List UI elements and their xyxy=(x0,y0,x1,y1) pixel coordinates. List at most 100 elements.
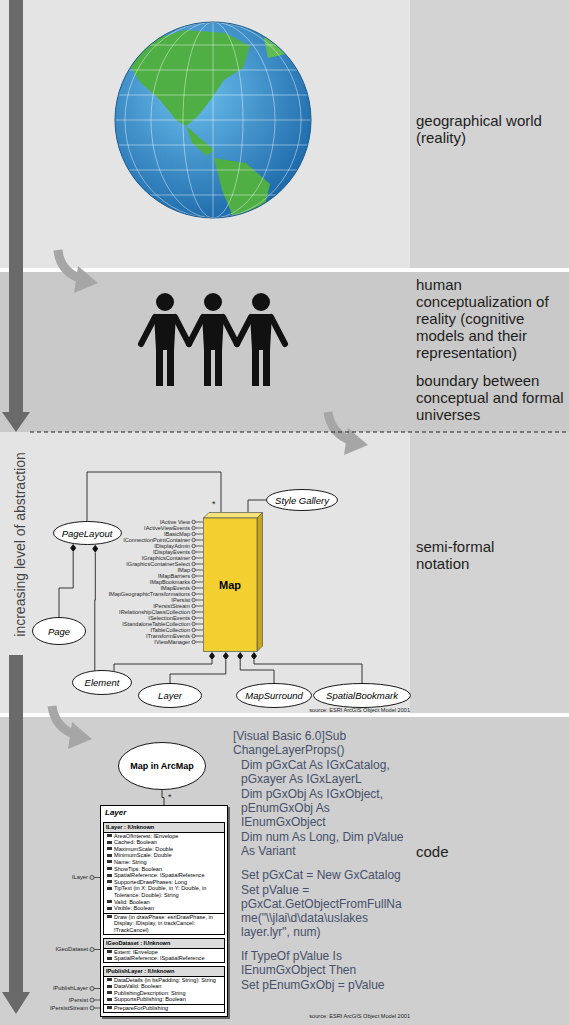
multiplicity: * xyxy=(212,499,216,509)
arrow-head xyxy=(2,992,30,1014)
connector xyxy=(251,652,362,683)
oval-text-holder: Style Gallery xyxy=(266,489,338,511)
lollipop-head xyxy=(90,948,94,952)
level-label: geographical world (reality) xyxy=(416,112,564,146)
level-label: human conceptualization of reality (cogn… xyxy=(416,276,566,361)
source-note: source: ESRI ArcGIS Object Model 2001 xyxy=(250,707,410,713)
connector xyxy=(87,472,221,521)
member-text: ShowTips: Boolean xyxy=(114,866,162,873)
composition-diamond xyxy=(92,545,98,553)
oval-text-holder: PageLayout xyxy=(53,521,122,545)
code-line: Dim num As Long, Dim pValue As Variant xyxy=(241,830,409,858)
lollipop-stem xyxy=(195,558,203,559)
connector-line xyxy=(240,660,274,683)
class-name: SpatialBookmark xyxy=(326,690,398,701)
lollipop-head xyxy=(192,556,195,559)
connector-line xyxy=(87,472,221,521)
code-line: Set pGxCat = New GxCatalog xyxy=(241,868,409,882)
band xyxy=(0,432,569,713)
connector-line xyxy=(114,660,212,671)
member-icon xyxy=(107,1006,112,1009)
member-row: Extent: IEnvelope xyxy=(104,949,224,956)
class-name: Layer xyxy=(158,690,182,701)
interface-name: IRelationshipClassCollection xyxy=(30,609,190,615)
interface-name: IConnectionPointContainer xyxy=(30,537,190,543)
lollipop-stem xyxy=(195,600,203,601)
lollipop-head xyxy=(192,610,195,613)
connector xyxy=(170,652,229,683)
member-row: MaximumScale: Double xyxy=(104,846,224,853)
lollipop-head xyxy=(192,574,195,577)
class-name: Map xyxy=(219,579,241,591)
member-text: Extent: IEnvelope xyxy=(114,949,158,956)
member-icon xyxy=(107,950,112,953)
interface-heading: IGeoDataset : IUnknown xyxy=(104,939,224,949)
interface-name: IActive View xyxy=(30,519,190,525)
interface-name: IActiveViewEvents xyxy=(30,525,190,531)
interface-section: ILayer : IUnknownAreaOfInterest: IEnvelo… xyxy=(103,822,225,935)
lollipop-stem xyxy=(195,594,203,595)
box-front xyxy=(204,518,258,652)
member-icon xyxy=(107,957,112,960)
oval-text-holder: Page xyxy=(32,617,86,645)
interface-name: IMapGeographicTransformations xyxy=(30,591,190,597)
arrow-shaft xyxy=(9,655,23,992)
interface-name: ILayer xyxy=(20,874,88,881)
class-oval: Page xyxy=(32,617,86,645)
composition-diamond xyxy=(70,544,76,552)
class-name: Page xyxy=(48,626,70,637)
lollipop-stem xyxy=(195,588,203,589)
class-box: LayerILayer : IUnknownAreaOfInterest: IE… xyxy=(100,805,228,1017)
member-icon xyxy=(107,978,112,981)
member-text: MaximumScale: Double xyxy=(114,846,173,853)
member-row: Visible: Boolean xyxy=(104,905,224,912)
oval-text-holder: Element xyxy=(72,670,132,695)
lollipop-head xyxy=(192,634,195,637)
oval-shape xyxy=(237,684,312,708)
member-icon xyxy=(107,880,112,883)
class-oval: Map in ArcMap xyxy=(118,742,206,790)
interface-name: IDisplayEvents xyxy=(30,549,190,555)
people-figures xyxy=(141,293,285,386)
lollipop-head xyxy=(192,604,195,607)
interface-name: IPersist xyxy=(30,597,190,603)
lollipop-head xyxy=(192,628,195,631)
lollipop-stem xyxy=(195,522,203,523)
multiplicity: * xyxy=(168,792,172,802)
box-top xyxy=(204,513,263,519)
composition-diamond xyxy=(209,652,215,660)
lollipop-head xyxy=(192,598,195,601)
lollipop-head xyxy=(90,987,94,991)
interface-name: IMapBookmarks xyxy=(30,579,190,585)
box-text-holder: Map xyxy=(203,518,257,652)
lollipop-stem xyxy=(195,630,203,631)
interface-name: IBasicMap xyxy=(30,531,190,537)
interface-name: ITransformEvents xyxy=(30,633,190,639)
lollipop-head xyxy=(90,876,94,880)
lollipop-head xyxy=(192,562,195,565)
member-row: PublishingDescription: String xyxy=(104,990,224,997)
interface-name: IPersist xyxy=(20,997,88,1004)
connector xyxy=(248,500,266,512)
class-title: Layer xyxy=(101,806,227,819)
oval-text-holder: MapSurround xyxy=(236,683,312,708)
interface-name: IMapBarriers xyxy=(30,573,190,579)
lollipop-head xyxy=(192,544,195,547)
axis-label: increasing level of abstraction xyxy=(12,443,29,647)
member-text: MinimumScale: Double xyxy=(114,852,172,859)
connector-line xyxy=(94,553,96,671)
oval-shape xyxy=(53,522,121,545)
class-oval: MapSurround xyxy=(236,683,312,708)
lollipop-stem xyxy=(195,612,203,613)
member-text: PrepareForPublishing xyxy=(114,1005,168,1012)
code-line: Dim pGxCat As IGxCatalog, pGxayer As IGx… xyxy=(241,758,409,786)
lollipop-head xyxy=(192,640,195,643)
interface-name: IMapEvents xyxy=(30,585,190,591)
lollipop-head xyxy=(192,568,195,571)
lollipop-stem xyxy=(195,546,203,547)
member-row: ShowTips: Boolean xyxy=(104,866,224,873)
interface-name: IPersistStream xyxy=(30,603,190,609)
class-oval: Layer xyxy=(138,683,202,708)
member-row: DataValid: Boolean xyxy=(104,983,224,990)
